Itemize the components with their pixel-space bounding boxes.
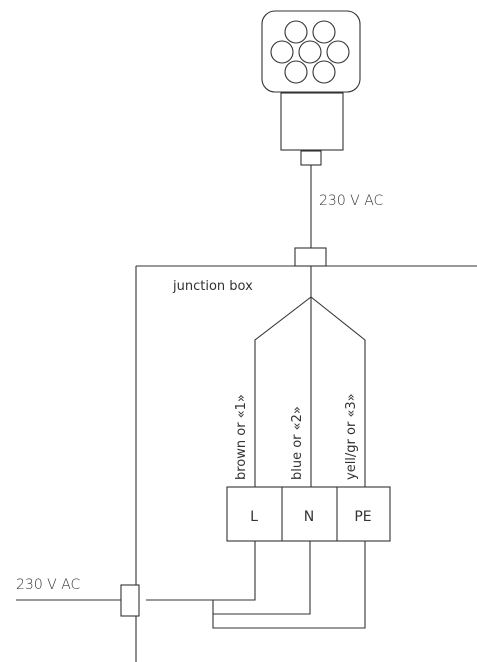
terminal-N: N xyxy=(304,509,314,525)
round-pin-connector-icon xyxy=(261,10,361,93)
supply-wire-PE xyxy=(212,541,366,629)
top-voltage-label: 230 V AC xyxy=(319,193,384,209)
junction-box-label: junction box xyxy=(172,279,253,294)
supply-wire-L xyxy=(146,541,256,601)
top-cable-gland xyxy=(294,247,327,267)
wire-N-label: blue or «2» xyxy=(290,406,305,480)
left-voltage-label: 230 V AC xyxy=(16,577,81,593)
wire-L xyxy=(254,296,312,487)
wire-PE xyxy=(310,296,366,487)
connector-handle xyxy=(280,92,344,151)
left-cable-gland xyxy=(120,584,140,617)
wire-PE-label: yell/gr or «3» xyxy=(344,393,359,480)
supply-wire-N xyxy=(212,541,311,615)
connector-cable-sleeve xyxy=(300,150,322,166)
terminal-PE: PE xyxy=(354,509,371,525)
terminal-L: L xyxy=(250,509,258,525)
wire-L-label: brown or «1» xyxy=(234,394,249,480)
terminal-block xyxy=(226,486,391,542)
